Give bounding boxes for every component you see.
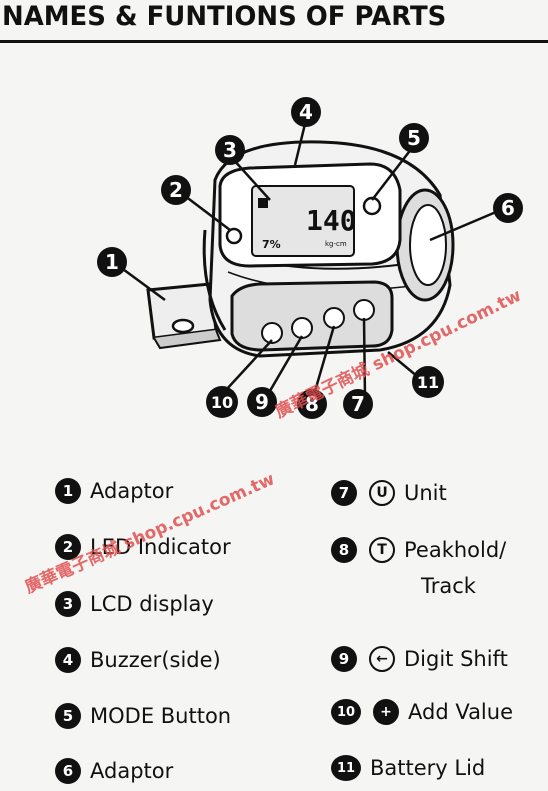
svg-text:10: 10 [211,393,233,412]
callout-7: 7 [343,389,373,419]
leader-lines [115,123,497,399]
callout-10: 10 [206,386,238,418]
wrench-diagram: 7% 140 kg-cm 1 2 3 4 5 6 7 8 9 10 11 [97,97,523,419]
legend-label: Adaptor [90,479,174,503]
legend-item-unit: 7 U Unit [331,476,447,510]
legend-number: 1 [55,478,81,504]
callout-9: 9 [247,387,277,417]
lcd-value: 140 [306,204,357,237]
legend-number: 8 [331,537,357,563]
legend-item-add-value: 10 + Add Value [331,695,513,729]
legend-label: Peakhold/ [404,538,507,562]
legend-label-continued: Track [421,574,476,598]
callout-11: 11 [412,366,444,398]
legend-item-buzzer: 4 Buzzer(side) [55,643,221,677]
callout-3: 3 [215,135,245,165]
legend-item-adaptor-2: 6 Adaptor [55,754,173,788]
svg-text:1: 1 [105,250,119,274]
callout-5: 5 [399,123,429,153]
page-title: NAMES & FUNTIONS OF PARTS [2,1,447,32]
plus-icon: + [373,699,399,725]
legend-label: LED Indicator [90,535,231,559]
legend-label: Add Value [408,700,513,724]
svg-text:5: 5 [407,126,421,150]
legend-item-battery-lid: 11 Battery Lid [331,751,485,785]
legend-number: 10 [331,699,361,725]
legend-number: 9 [331,646,357,672]
legend-number: 6 [55,758,81,784]
legend-label: Battery Lid [370,756,486,780]
legend-label: Adaptor [90,759,174,783]
unit-button-icon: U [369,480,395,506]
title-rule [0,40,548,43]
svg-text:11: 11 [417,373,439,392]
legend-number: 5 [55,703,81,729]
svg-text:4: 4 [299,100,313,124]
callout-2: 2 [161,175,191,205]
svg-text:8: 8 [305,392,319,416]
button-panel [230,280,394,352]
track-button-icon: T [369,537,395,563]
legend-item-adaptor: 1 Adaptor [55,474,173,508]
legend-number: 2 [55,534,81,560]
svg-text:7%: 7% [262,238,281,251]
svg-text:2: 2 [169,178,183,202]
adaptor-drive [146,282,222,350]
svg-text:3: 3 [223,138,237,162]
legend-item-led-indicator: 2 LED Indicator [55,530,231,564]
legend-item-digit-shift: 9 ← Digit Shift [331,642,508,676]
lcd-unit: kg-cm [325,240,347,248]
callout-markers: 1 2 3 4 5 6 7 8 9 10 11 [97,97,523,419]
svg-text:9: 9 [255,390,269,414]
legend-label: MODE Button [90,704,232,728]
legend-item-mode-button: 5 MODE Button [55,699,231,733]
legend-number: 4 [55,647,81,673]
legend-label: Buzzer(side) [90,648,221,672]
svg-text:7: 7 [351,392,365,416]
callout-8: 8 [297,389,327,419]
legend-number: 11 [331,755,361,781]
legend-item-lcd-display: 3 LCD display [55,587,214,621]
callout-6: 6 [493,193,523,223]
lcd-panel: 7% 140 kg-cm [218,162,402,268]
callout-4: 4 [291,97,321,127]
svg-text:6: 6 [501,196,515,220]
legend-label: LCD display [90,592,214,616]
legend-item-peakhold: 8 T Peakhold/ [331,533,506,567]
callout-1: 1 [97,247,127,277]
legend-number: 7 [331,480,357,506]
left-arrow-icon: ← [369,646,395,672]
legend-label: Digit Shift [404,647,508,671]
legend-label: Unit [404,481,447,505]
legend-number: 3 [55,591,81,617]
